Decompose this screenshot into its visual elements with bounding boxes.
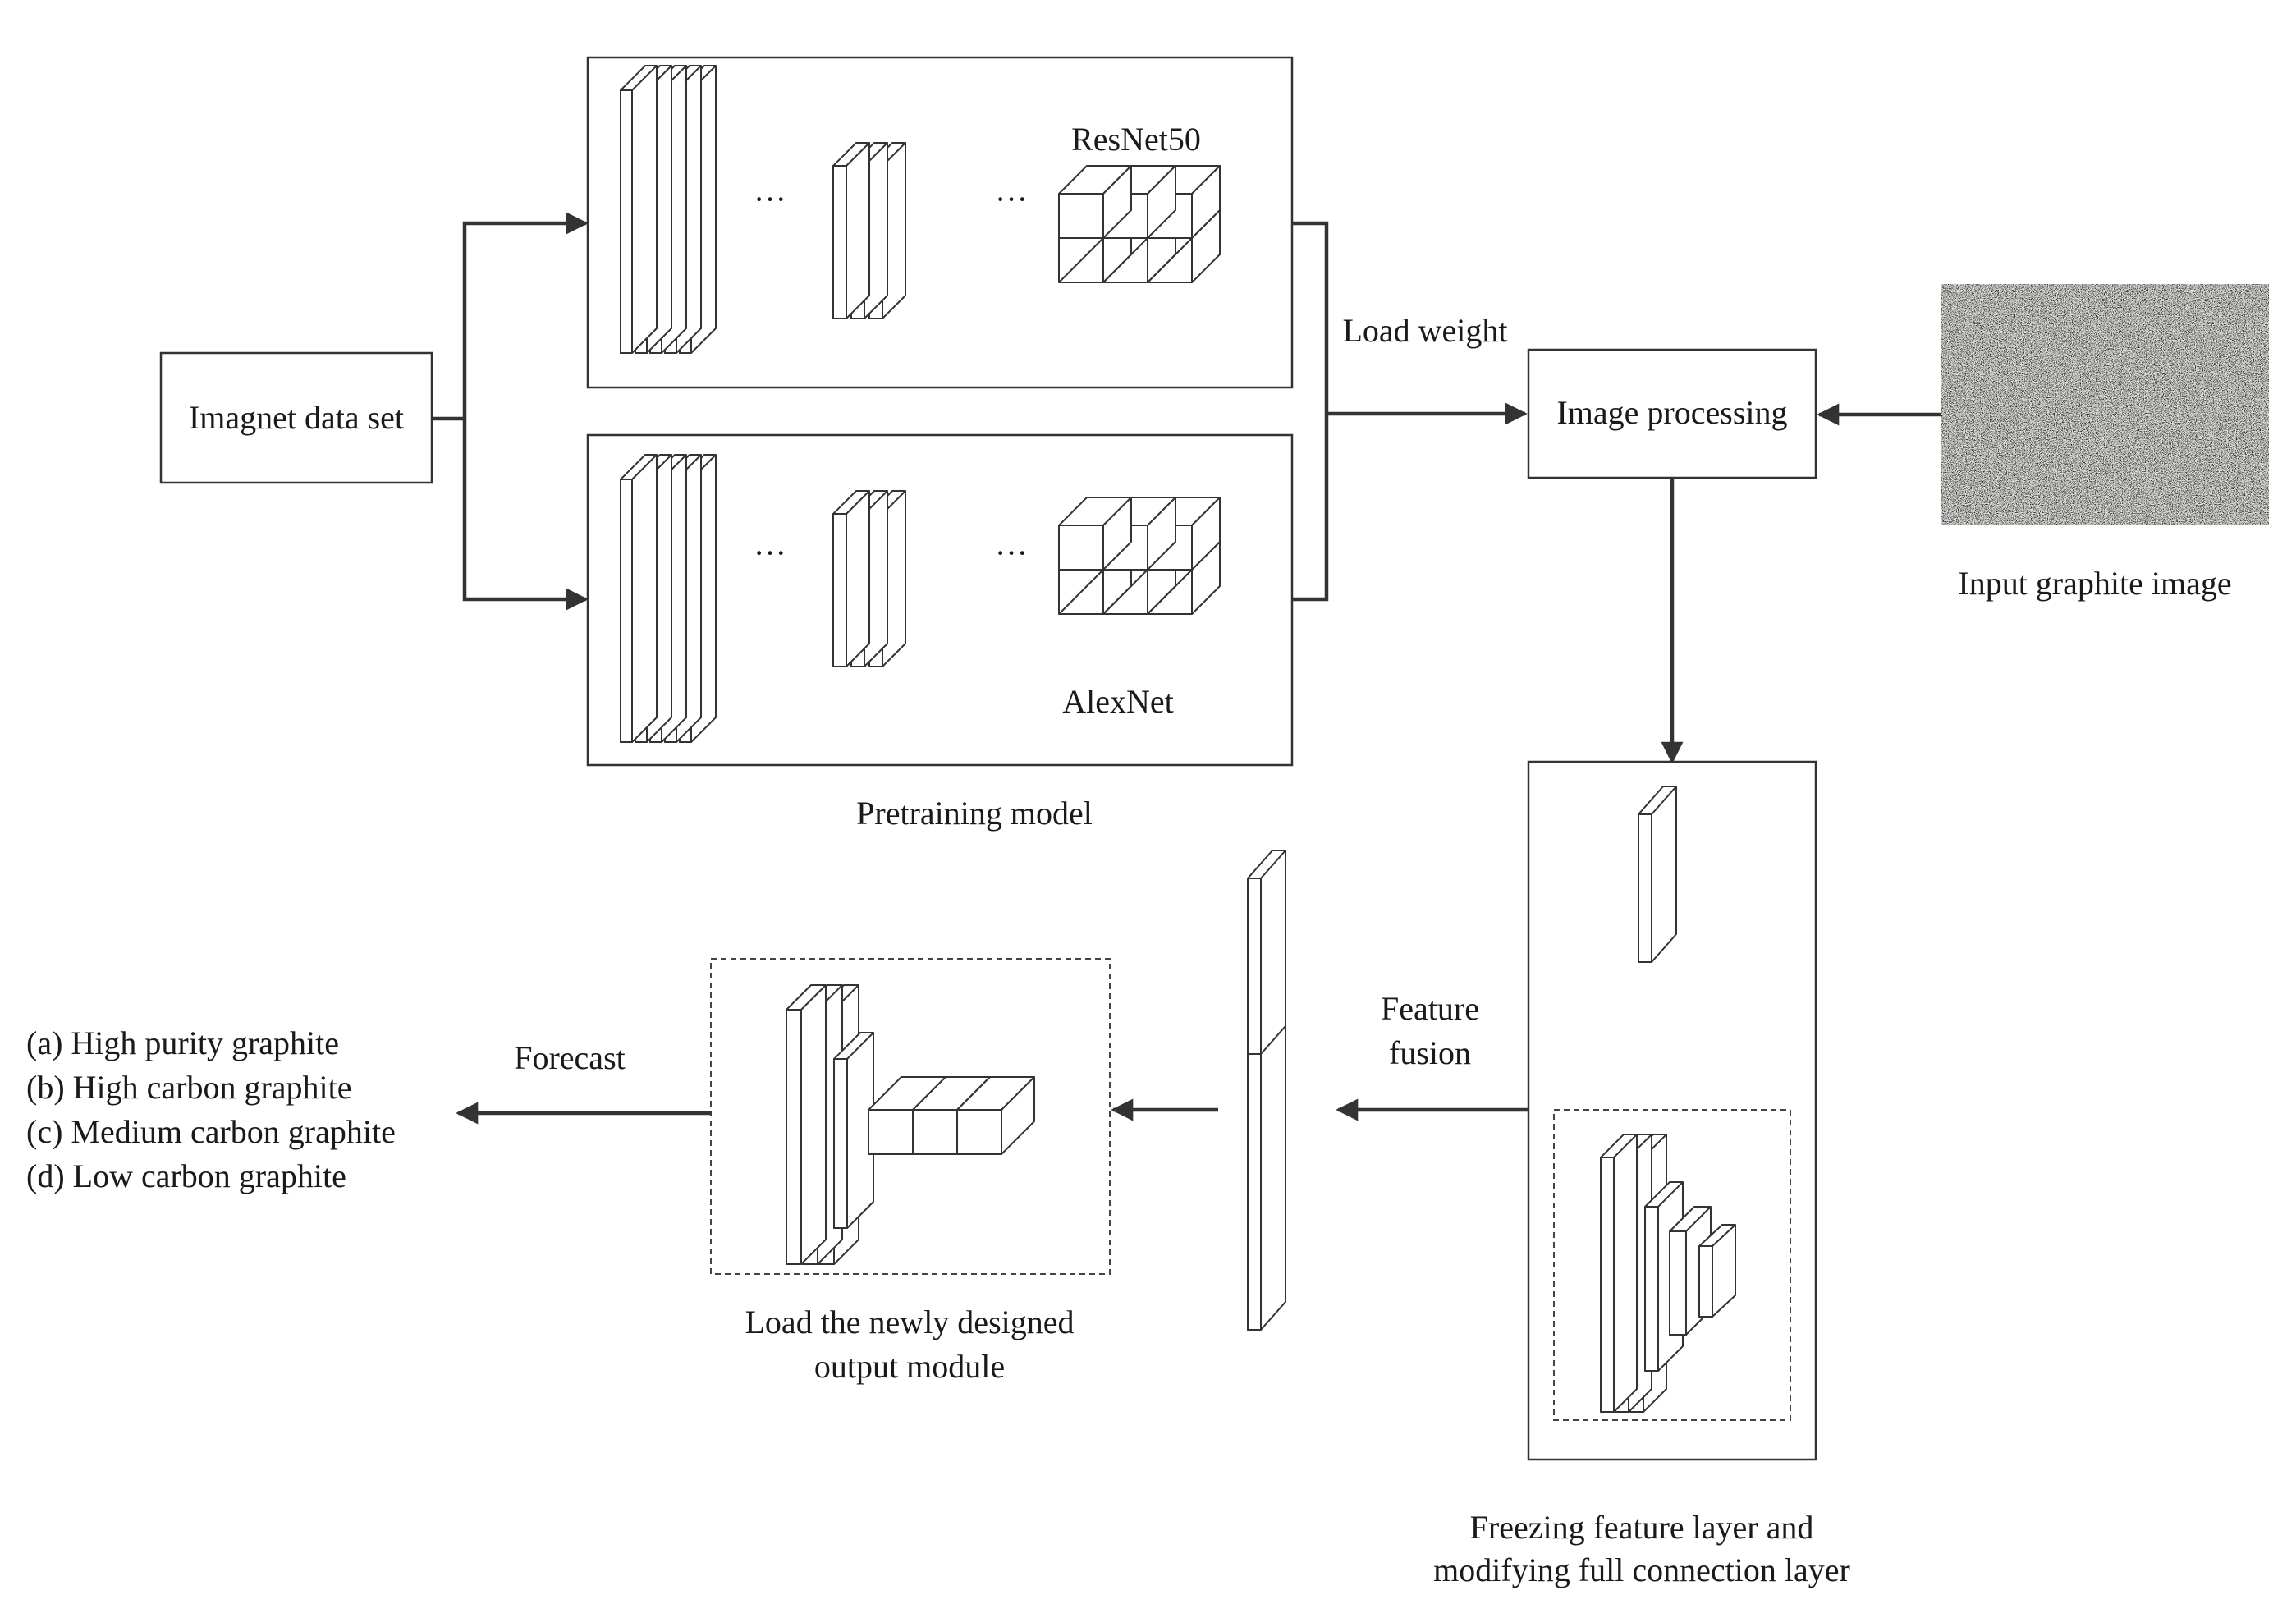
resnet50-label: ResNet50 [1071,121,1201,158]
cube-face [1058,525,1104,571]
layer-edge [846,490,870,515]
feature-layer-face [832,165,847,319]
load-weight-label: Load weight [1342,312,1507,349]
feature-layer-face [620,89,633,354]
layer-edge [1712,1224,1736,1247]
layer-edge [846,142,870,167]
cube-face [868,1109,914,1155]
alexnet-mid-feature-stack [832,490,906,667]
layer-edge [631,65,658,91]
layer-edge [1058,237,1104,283]
fused-feature-vector [1247,850,1286,1331]
input-graphite-image [1941,284,2269,525]
layer-edge [1260,850,1286,879]
class-item: (a) High purity graphite [26,1024,339,1061]
feature-fusion-label-line2: fusion [1389,1034,1471,1071]
layer-edge [1102,569,1148,615]
freezing-dashed-region [1553,1109,1791,1421]
cube-face [956,1109,1002,1155]
freezing-conv-pyramid [1600,1134,1736,1413]
feature-layer-face [786,1009,802,1265]
freezing-caption-line1: Freezing feature layer and [1470,1509,1814,1546]
freezing-module-node [1527,760,1817,1461]
alexnet-node: ··· ··· AlexNet [586,433,1294,767]
alexnet-large-feature-stack [620,454,717,743]
layer-edge [1102,237,1148,283]
cube-face [912,1109,958,1155]
class-list: (a) High purity graphite (b) High carbon… [26,1024,396,1194]
alexnet-output-cube-grid [1058,497,1221,615]
layer-edge [800,984,827,1011]
feature-layer-face [620,479,633,743]
alexnet-ellipsis-1: ··· [754,534,786,571]
layer-edge [1613,1134,1638,1158]
feature-layer-face [1698,1245,1713,1318]
feature-layer-face [1247,1050,1262,1331]
feature-layer-face [832,513,847,667]
imagenet-dataset-label: Imagnet data set [189,399,404,436]
feature-layer-face [1669,1230,1687,1336]
image-processing-label: Image processing [1556,394,1787,431]
imagenet-dataset-node: Imagnet data set [159,351,433,484]
resnet-large-feature-stack [620,65,717,354]
class-item: (b) High carbon graphite [26,1069,352,1106]
feature-layer-face [1600,1157,1615,1413]
feature-layer-face [833,1058,848,1229]
output-module-caption-line1: Load the newly designed [745,1304,1075,1340]
layer-edge [846,1032,874,1060]
layer-edge [1147,237,1193,283]
pretraining-model-caption: Pretraining model [856,795,1093,832]
freezing-caption-line2: modifying full connection layer [1433,1551,1850,1588]
layer-edge [1657,1181,1684,1208]
resnet-mid-feature-stack [832,142,906,319]
class-item: (d) Low carbon graphite [26,1157,346,1194]
feature-fusion-label-line1: Feature [1381,990,1479,1027]
feature-layer-face [1247,878,1262,1055]
edge-dataset-to-alexnet [462,419,589,611]
layer-edge [1651,786,1677,815]
layer-edge [631,454,658,480]
forecast-label: Forecast [514,1039,626,1076]
alexnet-label: AlexNet [1062,683,1174,720]
alexnet-ellipsis-2: ··· [995,534,1028,571]
output-module-node [710,958,1111,1275]
class-item: (c) Medium carbon graphite [26,1113,396,1150]
layer-edge [1147,569,1193,615]
resnet-ellipsis-2: ··· [995,181,1028,218]
resnet-ellipsis-1: ··· [754,181,786,218]
image-processing-node: Image processing [1527,348,1817,479]
edge-models-merge-bracket [1292,221,1329,602]
resnet50-node: ··· ··· ResNet50 [586,56,1294,389]
feature-layer-face [1638,813,1652,963]
freezing-single-feature-slab [1638,786,1677,963]
resnet-output-cube-grid [1058,165,1221,283]
layer-edge [1058,569,1104,615]
cube-face [1058,193,1104,239]
output-conv-pyramid [786,984,1035,1265]
layer-edge [1685,1206,1712,1232]
input-graphite-caption: Input graphite image [1958,565,2231,602]
output-module-caption-line2: output module [814,1348,1005,1385]
edge-dataset-to-resnet [432,212,589,421]
feature-layer-face [1644,1206,1659,1372]
